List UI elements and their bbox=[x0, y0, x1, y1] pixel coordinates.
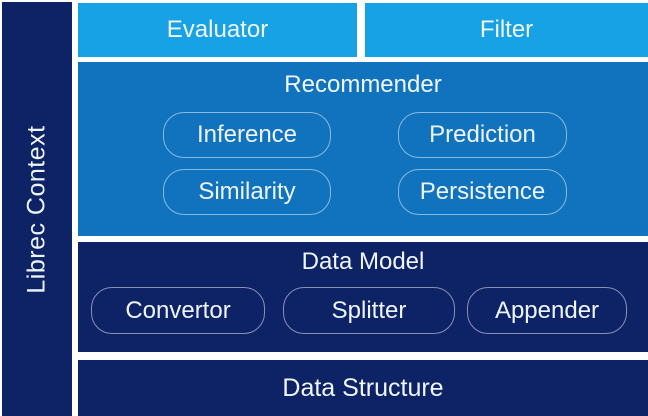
persistence-pill: Persistence bbox=[398, 169, 567, 215]
evaluator-block: Evaluator bbox=[78, 3, 357, 57]
prediction-pill: Prediction bbox=[398, 112, 567, 158]
filter-block: Filter bbox=[365, 3, 648, 57]
librec-context-label: Librec Context bbox=[22, 124, 51, 294]
inference-pill: Inference bbox=[163, 112, 331, 158]
splitter-pill: Splitter bbox=[283, 287, 455, 334]
convertor-pill: Convertor bbox=[91, 287, 265, 334]
librec-context-bar: Librec Context bbox=[2, 2, 72, 416]
appender-label: Appender bbox=[494, 296, 600, 324]
data-structure-band: Data Structure bbox=[78, 360, 648, 416]
evaluator-label: Evaluator bbox=[166, 16, 269, 43]
convertor-label: Convertor bbox=[125, 296, 231, 324]
splitter-label: Splitter bbox=[331, 296, 407, 324]
recommender-band: Recommender Inference Prediction Similar… bbox=[78, 62, 648, 236]
filter-label: Filter bbox=[479, 16, 534, 43]
data-structure-label: Data Structure bbox=[282, 373, 444, 402]
data-model-band: Data Model Convertor Splitter Appender bbox=[78, 242, 648, 352]
data-model-title: Data Model bbox=[301, 248, 425, 275]
persistence-label: Persistence bbox=[419, 178, 546, 205]
inference-label: Inference bbox=[196, 121, 298, 148]
prediction-label: Prediction bbox=[429, 121, 536, 148]
appender-pill: Appender bbox=[467, 287, 627, 334]
recommender-title: Recommender bbox=[284, 71, 442, 98]
similarity-label: Similarity bbox=[198, 178, 296, 205]
similarity-pill: Similarity bbox=[163, 169, 331, 215]
